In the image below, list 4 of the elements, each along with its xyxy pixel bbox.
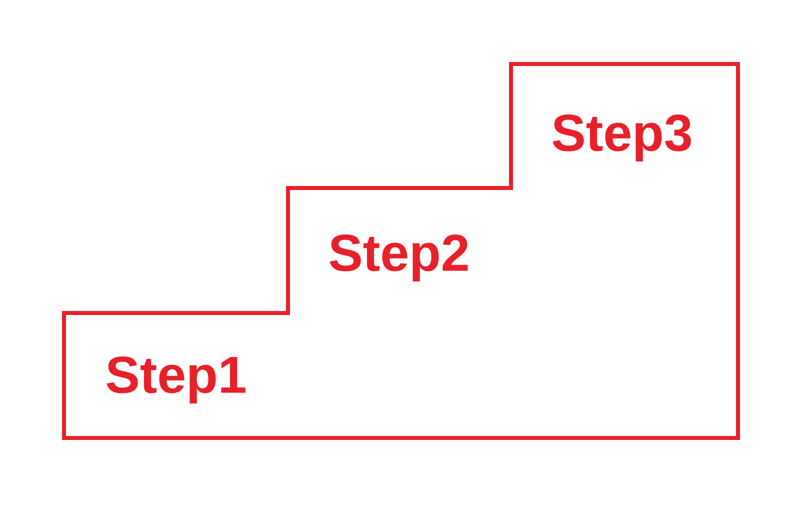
step-label: Step1 xyxy=(106,356,246,404)
step-label: Step2 xyxy=(330,234,468,282)
staircase-outline xyxy=(62,62,740,440)
step-label: Step3 xyxy=(552,114,691,162)
